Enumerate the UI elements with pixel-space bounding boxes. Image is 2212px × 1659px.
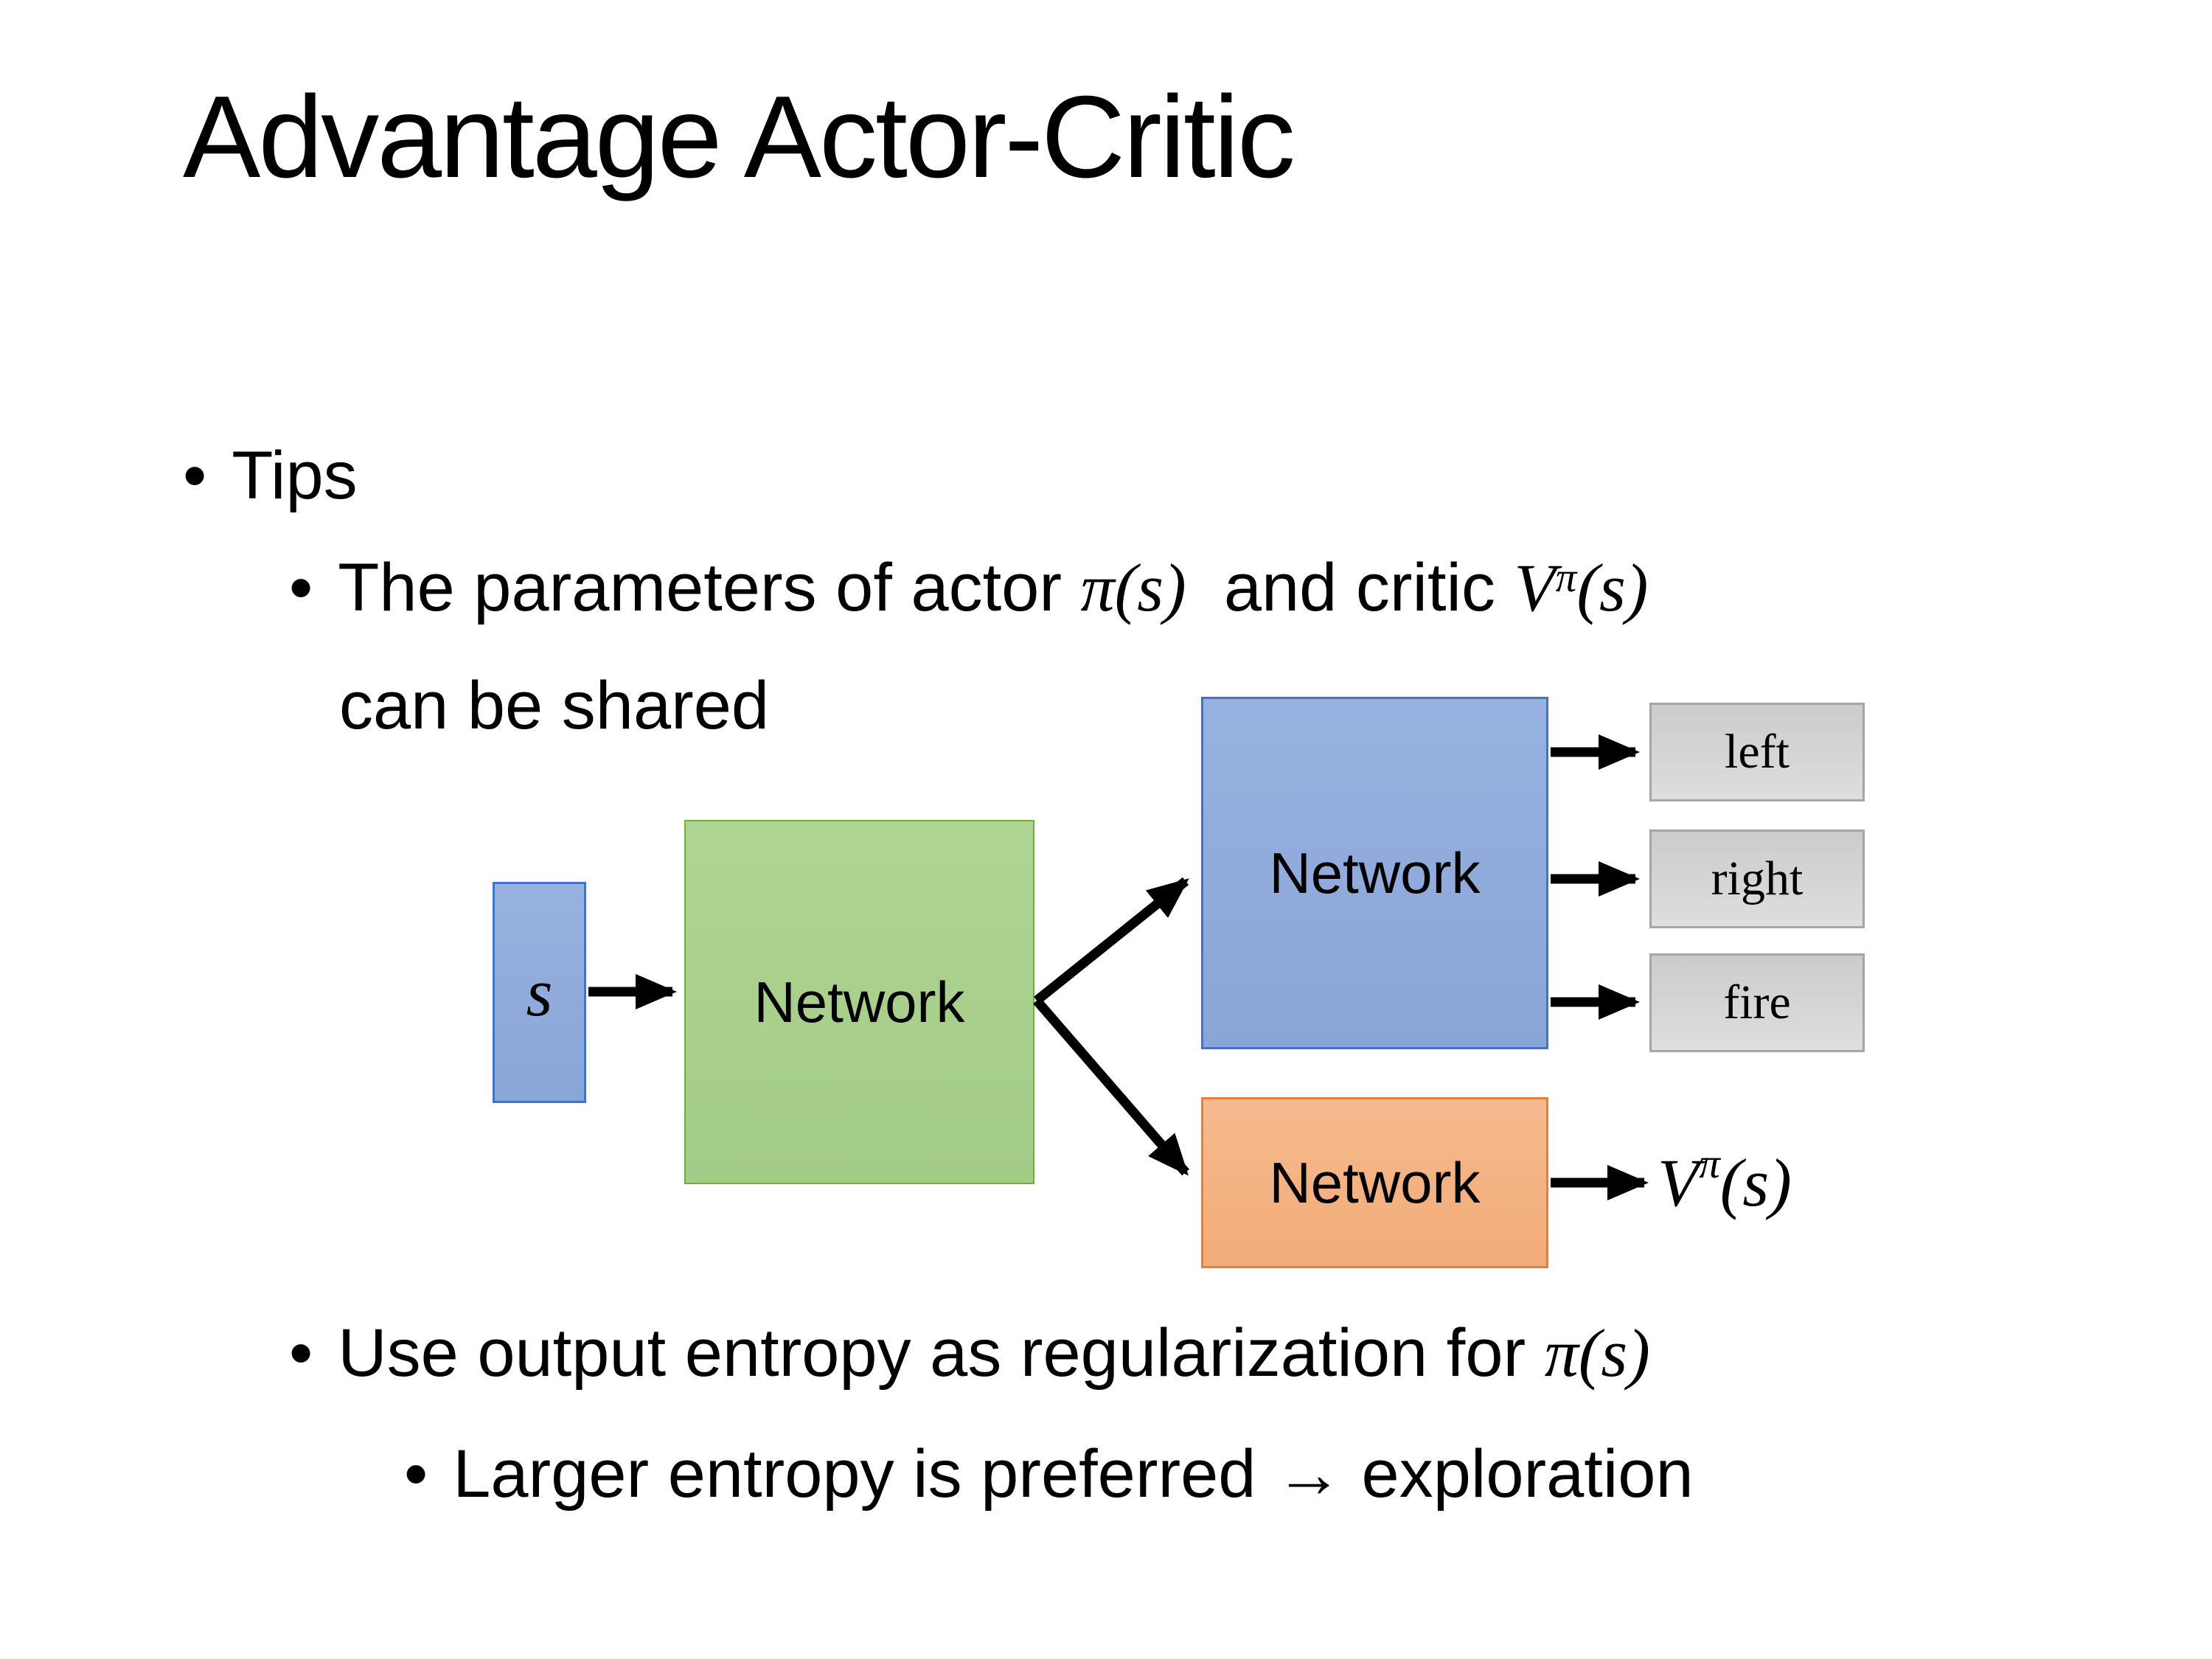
actor-network-box: Network	[1201, 697, 1548, 1049]
math-pi-superscript: π	[1555, 554, 1577, 602]
text-segment: and critic	[1186, 550, 1514, 625]
bullet-entropy-text: Use output entropy as regularization for…	[338, 1312, 1650, 1394]
shared-network-box: Network	[684, 820, 1034, 1184]
bullet-tips: • Tips	[183, 435, 358, 516]
action-label-fire: fire	[1723, 975, 1791, 1029]
bullet-tips-text: Tips	[232, 438, 358, 513]
bullet-parameters-text2: can be shared	[339, 668, 770, 743]
math-pi-s: π(s)	[1080, 550, 1186, 625]
math-pi-superscript: π	[1699, 1140, 1720, 1187]
action-box-fire: fire	[1649, 953, 1865, 1052]
bullet-entropy: • Use output entropy as regularization f…	[289, 1312, 1650, 1394]
arrow-shared-to-actor	[1033, 877, 1189, 1005]
action-label-right: right	[1711, 852, 1804, 905]
bullet-exploration: • Larger entropy is preferred → explorat…	[404, 1433, 1694, 1514]
bullet-marker: •	[289, 550, 313, 625]
action-box-right: right	[1649, 830, 1865, 928]
bullet-parameters-text: The parameters of actor π(s) and critic …	[338, 547, 1648, 628]
text-segment: The parameters of actor	[338, 550, 1081, 625]
math-pi-s: π(s)	[1544, 1315, 1650, 1391]
math-s-arg: (s)	[1719, 1145, 1792, 1220]
state-input-box: s	[493, 882, 586, 1103]
bullet-marker: •	[289, 1315, 313, 1391]
bullet-parameters-line2: can be shared	[339, 665, 769, 746]
shared-network-label: Network	[754, 969, 965, 1034]
bullet-exploration-text: Larger entropy is preferred → exploratio…	[453, 1436, 1694, 1512]
actor-network-label: Network	[1269, 840, 1481, 905]
bullet-marker: •	[404, 1436, 428, 1512]
bullet-marker: •	[183, 438, 207, 513]
action-label-left: left	[1725, 725, 1790, 779]
arrow-shared-to-critic	[1033, 997, 1189, 1176]
math-s-arg: (s)	[1576, 550, 1649, 625]
slide-title: Advantage Actor-Critic	[183, 72, 1295, 202]
critic-network-box: Network	[1201, 1097, 1548, 1268]
action-box-left: left	[1649, 703, 1865, 801]
state-label: s	[526, 955, 553, 1030]
math-v: V	[1514, 550, 1556, 625]
text-segment: Use output entropy as regularization for	[338, 1315, 1545, 1391]
bullet-parameters-line1: • The parameters of actor π(s) and criti…	[289, 547, 1648, 628]
math-v: V	[1658, 1145, 1700, 1220]
critic-network-label: Network	[1269, 1150, 1481, 1215]
